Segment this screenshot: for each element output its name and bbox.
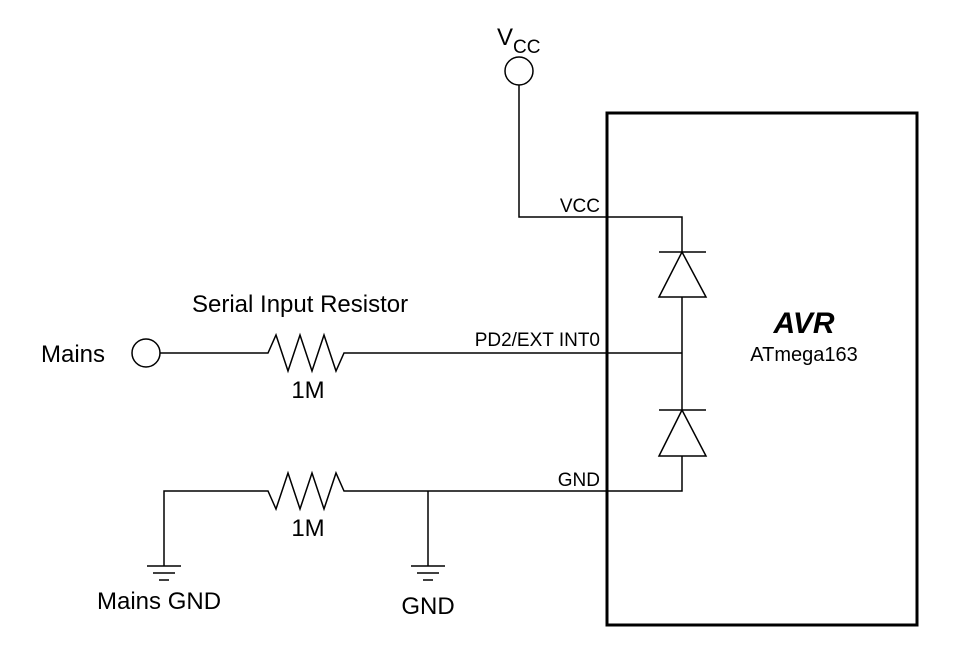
resistor-title: Serial Input Resistor — [192, 291, 408, 318]
vcc-terminal — [504, 56, 534, 86]
gnd-pin-wire — [428, 456, 683, 492]
resistor-top-value: 1M — [291, 377, 324, 404]
vcc-wire — [518, 85, 683, 252]
mains-gnd-resistor — [163, 470, 428, 566]
lower-diode — [657, 408, 708, 457]
resistor-bottom-value: 1M — [291, 515, 324, 542]
supply-label-main: V — [497, 24, 513, 51]
pin-pd2-label: PD2/EXT INT0 — [475, 330, 600, 351]
pin-gnd-label: GND — [558, 470, 600, 491]
avr-chip-box — [605, 111, 919, 627]
mains-ground-symbol — [147, 565, 181, 581]
supply-label: VCC — [497, 24, 540, 58]
mains-terminal — [131, 338, 161, 368]
chip-model: ATmega163 — [750, 344, 857, 366]
gnd-label: GND — [401, 593, 454, 620]
ground-symbol — [411, 565, 445, 581]
supply-label-sub: CC — [513, 37, 540, 58]
upper-diode — [657, 250, 708, 298]
serial-input-resistor — [160, 332, 682, 374]
mains-gnd-label: Mains GND — [97, 588, 221, 615]
pin-vcc-label: VCC — [560, 196, 600, 217]
chip-name: AVR — [772, 307, 834, 340]
mains-label: Mains — [41, 341, 105, 368]
